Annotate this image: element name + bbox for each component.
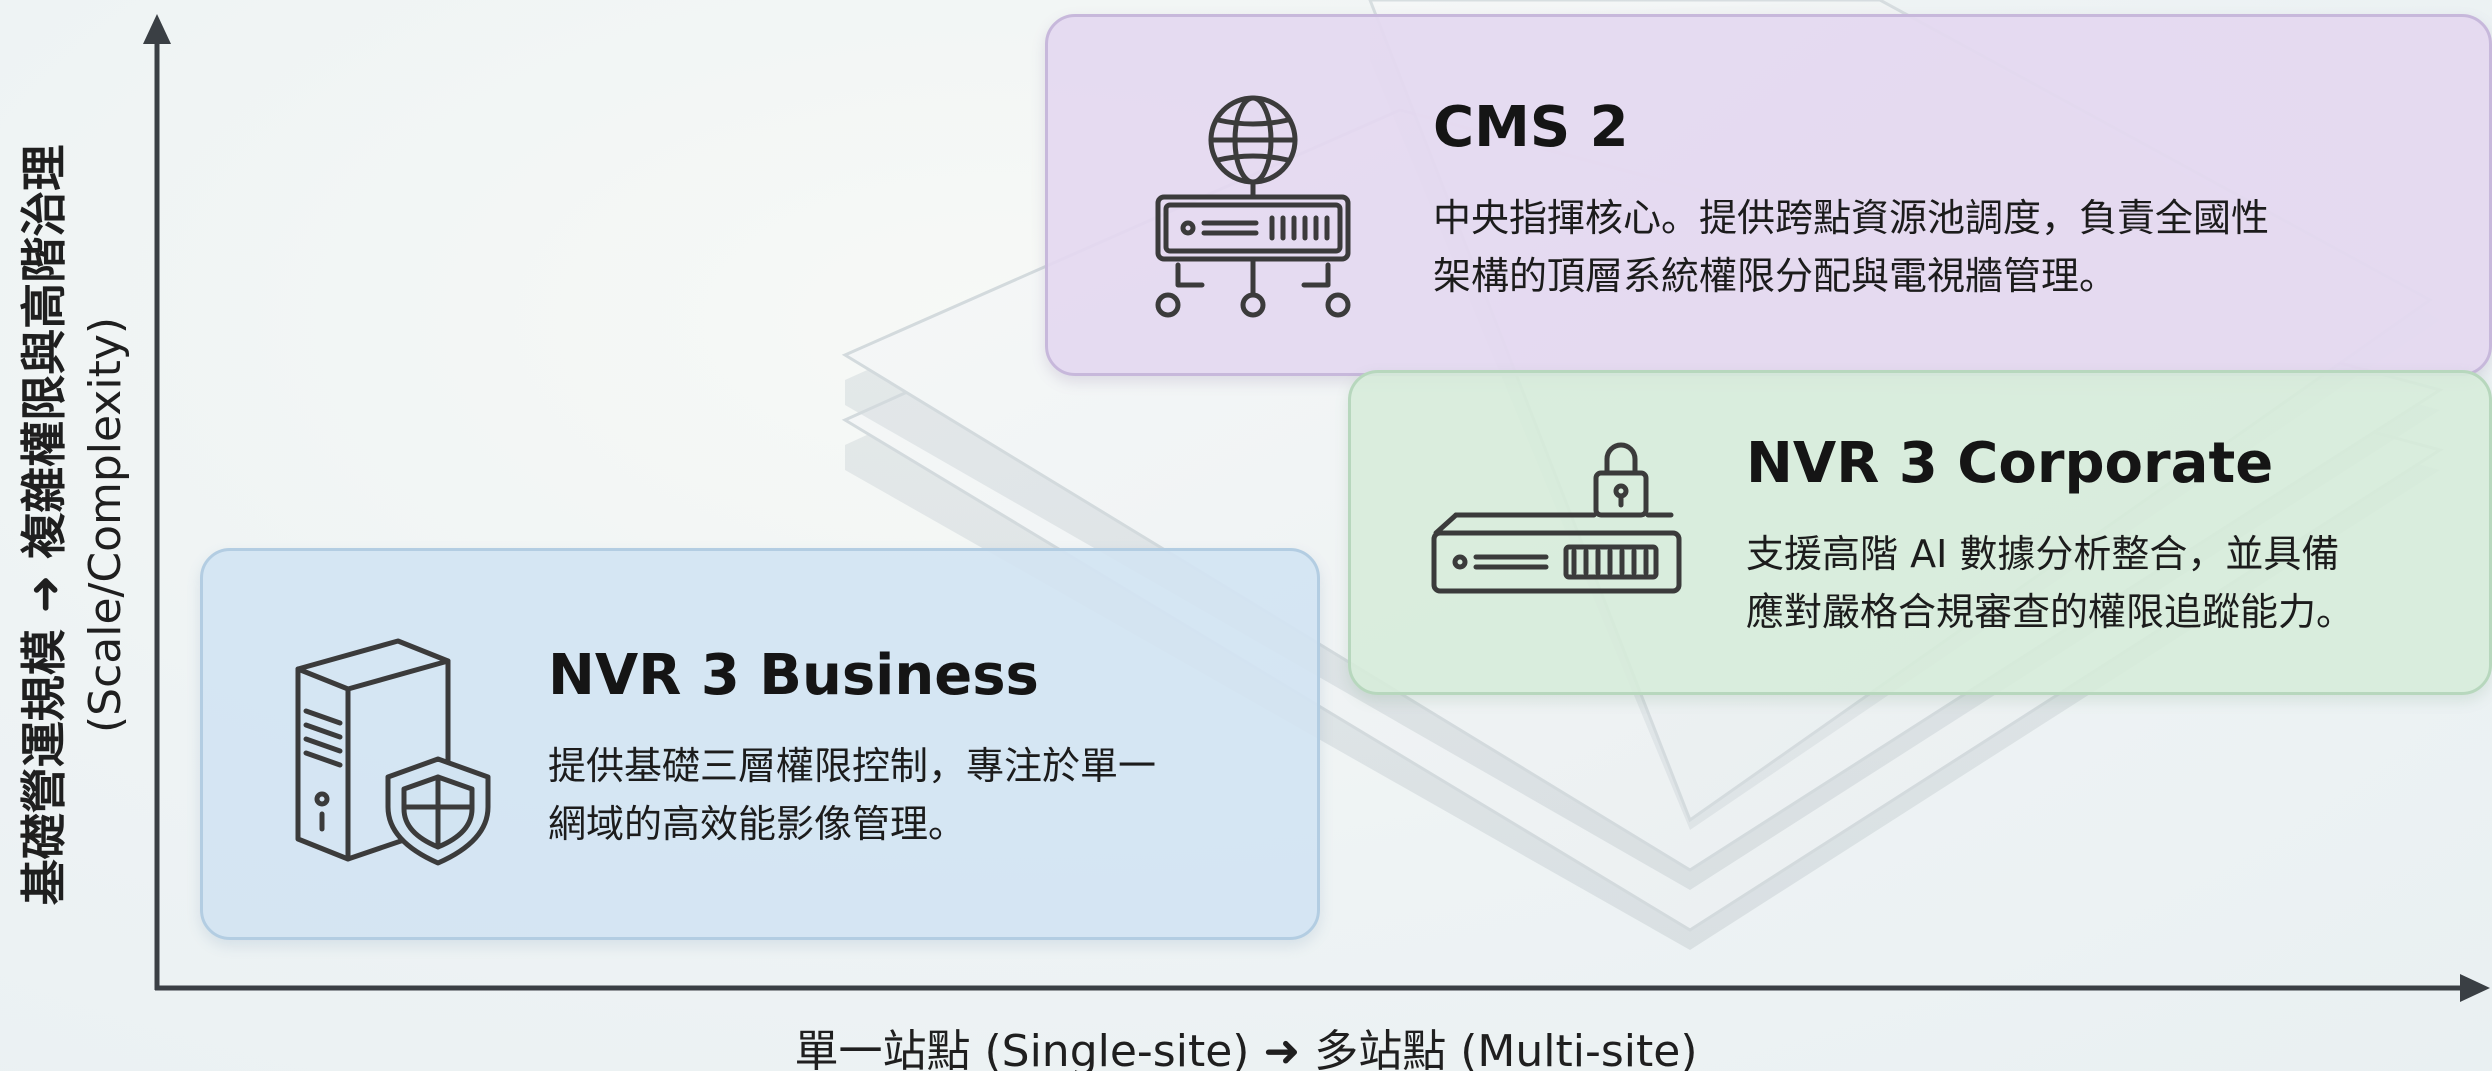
- business-description-line1: 提供基礎三層權限控制，專注於單一: [548, 744, 1157, 788]
- business-card: NVR 3 Business 提供基礎三層權限控制，專注於單一 網域的高效能影像…: [200, 548, 1320, 940]
- y-axis-label-line2: (Scale/Complexity): [80, 316, 131, 734]
- corporate-description-line2: 應對嚴格合規審查的權限追蹤能力。: [1746, 590, 2355, 634]
- corporate-card: NVR 3 Corporate 支援高階 AI 數據分析整合，並具備 應對嚴格合…: [1348, 370, 2492, 695]
- business-description: 提供基礎三層權限控制，專注於單一 網域的高效能影像管理。: [548, 737, 1156, 853]
- cms-description: 中央指揮核心。提供跨點資源池調度，負責全國性 架構的頂層系統權限分配與電視牆管理…: [1433, 189, 2269, 305]
- locked-server-icon: [1426, 433, 1686, 603]
- tower-server-shield-icon: [288, 629, 508, 869]
- y-axis-label: 基礎營運規模 ➜ 複雜權限與高階治理 (Scale/Complexity): [13, 145, 137, 906]
- corporate-title: NVR 3 Corporate: [1746, 431, 2274, 496]
- cms-title: CMS 2: [1433, 95, 1629, 160]
- cms-description-line1: 中央指揮核心。提供跨點資源池調度，負責全國性: [1433, 196, 2270, 240]
- business-description-line2: 網域的高效能影像管理。: [548, 802, 967, 846]
- business-title: NVR 3 Business: [548, 643, 1039, 708]
- globe-server-network-icon: [1138, 95, 1368, 325]
- y-axis-label-line1: 基礎營運規模 ➜ 複雜權限與高階治理: [17, 144, 71, 906]
- cms-card: CMS 2 中央指揮核心。提供跨點資源池調度，負責全國性 架構的頂層系統權限分配…: [1045, 14, 2492, 376]
- corporate-description: 支援高階 AI 數據分析整合，並具備 應對嚴格合規審查的權限追蹤能力。: [1746, 525, 2354, 641]
- y-axis-arrowhead: [143, 14, 171, 44]
- corporate-description-line1: 支援高階 AI 數據分析整合，並具備: [1746, 532, 2340, 576]
- x-axis-arrowhead: [2460, 974, 2490, 1002]
- x-axis-label: 單一站點 (Single-site) ➜ 多站點 (Multi-site): [794, 1026, 1698, 1071]
- cms-description-line2: 架構的頂層系統權限分配與電視牆管理。: [1433, 254, 2118, 298]
